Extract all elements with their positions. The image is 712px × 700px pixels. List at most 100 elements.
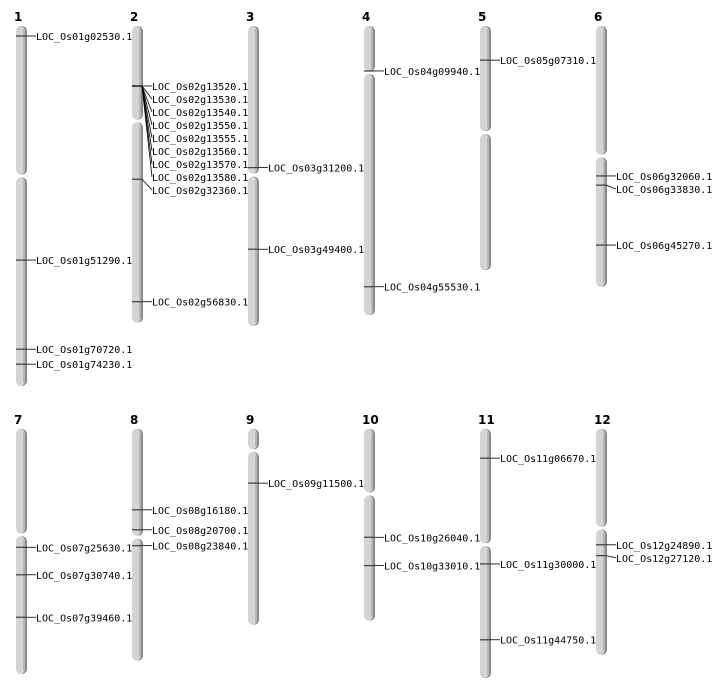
gene-label: LOC_Os02g13550.1 <box>152 121 248 132</box>
gene-label: LOC_Os02g13530.1 <box>152 95 248 106</box>
chromosome-arm-edge <box>23 29 25 172</box>
chromosome-short-arm <box>364 26 373 72</box>
gene-label: LOC_Os01g74230.1 <box>36 360 132 371</box>
chromosome-arm-edge <box>487 29 489 129</box>
gene-label: LOC_Os07g25630.1 <box>36 543 132 554</box>
chromosome-number: 9 <box>246 413 254 427</box>
chromosome-long-arm <box>596 157 605 287</box>
gene-label: LOC_Os07g39460.1 <box>36 613 132 624</box>
gene-label: LOC_Os02g13570.1 <box>152 160 248 171</box>
chromosome-arm-edge <box>139 541 141 658</box>
gene-label: LOC_Os04g55530.1 <box>384 283 480 294</box>
gene-label: LOC_Os02g13580.1 <box>152 173 248 184</box>
chromosome-long-arm <box>364 74 373 316</box>
chromosome-long-arm <box>132 122 141 323</box>
gene-label: LOC_Os07g30740.1 <box>36 571 132 582</box>
gene-label: LOC_Os02g13560.1 <box>152 147 248 158</box>
chromosome-long-arm <box>596 529 605 655</box>
gene-label: LOC_Os01g70720.1 <box>36 345 132 356</box>
chromosome-arm-edge <box>139 432 141 533</box>
gene-label: LOC_Os01g02530.1 <box>36 32 132 43</box>
gene-label: LOC_Os06g32060.1 <box>616 172 712 183</box>
gene-label: LOC_Os01g51290.1 <box>36 256 132 267</box>
chromosome-arm-edge <box>603 160 605 284</box>
gene-label: LOC_Os06g45270.1 <box>616 241 712 252</box>
chromosome-arm-edge <box>487 137 489 268</box>
chromosome-arm-edge <box>603 29 605 152</box>
chromosome-number: 10 <box>362 413 379 427</box>
chromosome-arm-edge <box>603 532 605 652</box>
gene-label: LOC_Os08g16180.1 <box>152 506 248 517</box>
chromosome-number: 4 <box>362 10 370 24</box>
chromosome-arm-edge <box>603 432 605 524</box>
gene-label: LOC_Os02g13555.1 <box>152 134 248 145</box>
chromosome-arm-edge <box>23 180 25 383</box>
gene-label: LOC_Os11g06670.1 <box>500 454 596 465</box>
gene-label: LOC_Os02g13540.1 <box>152 108 248 119</box>
gene-label: LOC_Os08g23840.1 <box>152 542 248 553</box>
chromosome-long-arm <box>480 546 489 679</box>
gene-label: LOC_Os08g20700.1 <box>152 526 248 537</box>
chromosome-arm-edge <box>371 29 373 69</box>
gene-connector <box>141 85 153 100</box>
chromosome-number: 3 <box>246 10 254 24</box>
gene-label: LOC_Os04g09940.1 <box>384 67 480 78</box>
chromosome-arm-edge <box>23 432 25 531</box>
gene-label: LOC_Os02g13520.1 <box>152 82 248 93</box>
chromosome-arm-edge <box>255 432 257 447</box>
gene-label: LOC_Os12g27120.1 <box>616 554 712 565</box>
gene-label: LOC_Os02g56830.1 <box>152 298 248 309</box>
chromosome-number: 7 <box>14 413 22 427</box>
chromosome-long-arm <box>16 536 25 674</box>
chromosome-short-arm <box>248 26 257 174</box>
gene-label: LOC_Os11g44750.1 <box>500 636 596 647</box>
chromosome-number: 8 <box>130 413 138 427</box>
chromosome-number: 1 <box>14 10 22 24</box>
gene-connector <box>141 85 153 126</box>
gene-label: LOC_Os06g33830.1 <box>616 185 712 196</box>
chromosome-long-arm <box>132 538 141 661</box>
gene-label: LOC_Os03g49400.1 <box>268 245 364 256</box>
chromosome-long-arm <box>480 134 489 271</box>
chromosome-short-arm <box>596 26 605 155</box>
chromosome-short-arm <box>596 429 605 527</box>
chromosome-short-arm <box>16 26 25 175</box>
chromosome-short-arm <box>364 429 373 493</box>
chromosome-short-arm <box>132 26 141 120</box>
chromosome-arm-edge <box>371 498 373 618</box>
gene-label: LOC_Os09g11500.1 <box>268 479 364 490</box>
chromosome-long-arm <box>16 177 25 386</box>
gene-label: LOC_Os02g32360.1 <box>152 186 248 197</box>
chromosome-arm-edge <box>371 432 373 490</box>
chromosome-short-arm <box>16 429 25 534</box>
chromosome-arm-edge <box>23 539 25 671</box>
chromosome-arm-edge <box>255 455 257 622</box>
chromosome-long-arm <box>364 495 373 621</box>
gene-label: LOC_Os10g33010.1 <box>384 562 480 573</box>
chromosome-short-arm <box>480 26 489 132</box>
chromosome-long-arm <box>248 452 257 625</box>
chromosome-arm-edge <box>139 125 141 320</box>
chromosome-number: 2 <box>130 10 138 24</box>
chromosome-short-arm <box>132 429 141 536</box>
chromosome-long-arm <box>248 176 257 326</box>
gene-connector <box>605 184 617 190</box>
chromosome-number: 6 <box>594 10 602 24</box>
gene-connector <box>605 555 617 559</box>
gene-label: LOC_Os03g31200.1 <box>268 164 364 175</box>
chromosome-arm-edge <box>487 432 489 541</box>
chromosome-arm-edge <box>255 179 257 323</box>
gene-connector <box>141 85 153 178</box>
chromosome-number: 5 <box>478 10 486 24</box>
gene-connector <box>141 85 153 113</box>
chromosome-short-arm <box>248 429 257 450</box>
gene-label: LOC_Os12g24890.1 <box>616 541 712 552</box>
gene-connector <box>141 178 153 191</box>
chromosome-number: 11 <box>478 413 495 427</box>
chromosome-arm-edge <box>371 77 373 313</box>
chromosome-arm-edge <box>487 549 489 676</box>
gene-label: LOC_Os10g26040.1 <box>384 533 480 544</box>
gene-label: LOC_Os05g07310.1 <box>500 56 596 67</box>
gene-label: LOC_Os11g30000.1 <box>500 560 596 571</box>
